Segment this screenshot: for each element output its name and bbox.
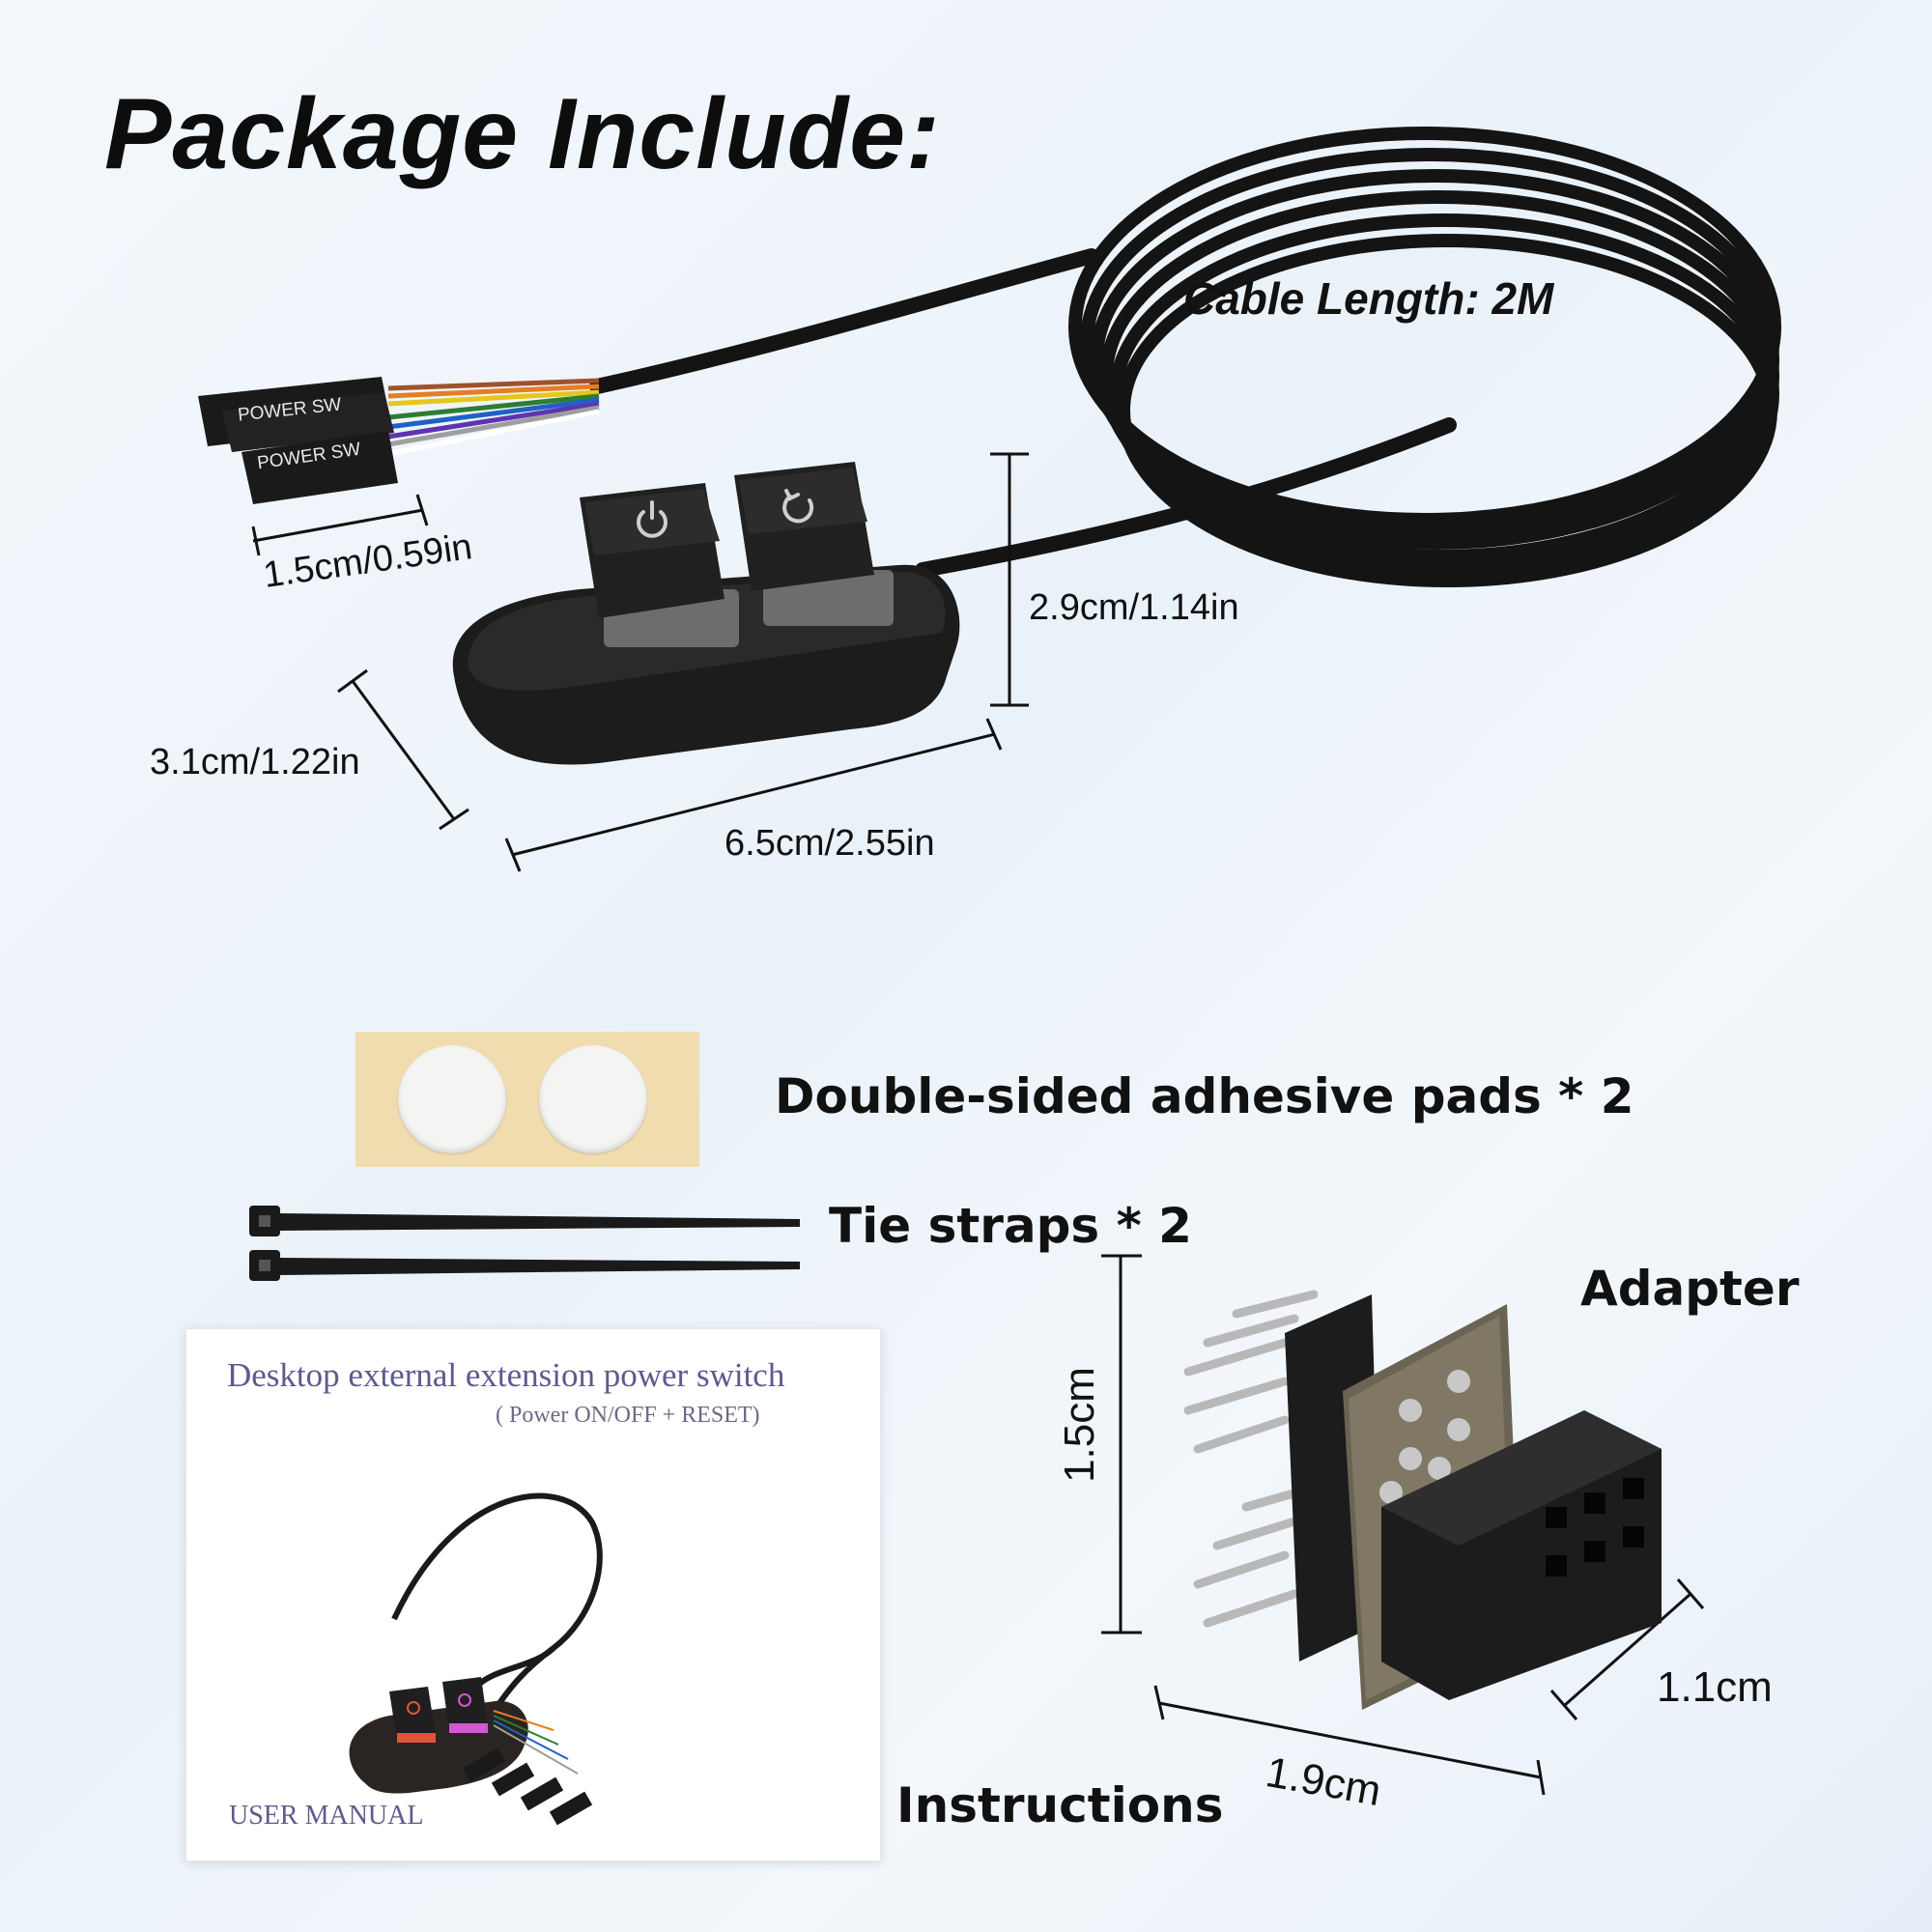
manual-title: Desktop external extension power switch — [227, 1356, 785, 1394]
adhesive-pad — [539, 1045, 647, 1153]
cable-to-connectors — [589, 248, 1099, 394]
adhesive-pad — [398, 1045, 506, 1153]
dimension-lines — [251, 452, 1705, 1796]
connector-housings — [198, 377, 398, 504]
instructions-label: Instructions — [896, 1777, 1224, 1833]
manual-product-image — [349, 1492, 603, 1826]
adapter-height-label: 1.5cm — [1055, 1367, 1103, 1483]
manual-subtitle: ( Power ON/OFF + RESET) — [496, 1403, 760, 1428]
adapter-label: Adapter — [1580, 1261, 1800, 1317]
user-manual: Desktop external extension power switch … — [185, 1328, 881, 1861]
adhesive-pad-sheet — [355, 1032, 699, 1167]
reset-icon — [782, 489, 814, 524]
cable-coil — [1068, 127, 1781, 587]
adhesive-pads-label: Double-sided adhesive pads * 2 — [775, 1068, 1634, 1124]
page-title: Package Include: — [104, 78, 941, 190]
tie-straps — [249, 1206, 800, 1281]
switch-body — [452, 462, 960, 765]
cable-to-switch — [915, 417, 1457, 578]
switch-length-label: 6.5cm/2.55in — [724, 823, 935, 864]
manual-footer: USER MANUAL — [229, 1801, 424, 1831]
adapter-depth-label: 1.1cm — [1657, 1663, 1773, 1711]
power-icon — [637, 500, 668, 538]
adapter-illustration — [1183, 1290, 1662, 1710]
cable-length-label: Cable Length: 2M — [1183, 273, 1554, 324]
switch-depth-label: 3.1cm/1.22in — [150, 742, 360, 782]
colored-wires — [387, 378, 600, 457]
switch-height-label: 2.9cm/1.14in — [1029, 587, 1239, 628]
tie-straps-label: Tie straps * 2 — [829, 1198, 1192, 1254]
